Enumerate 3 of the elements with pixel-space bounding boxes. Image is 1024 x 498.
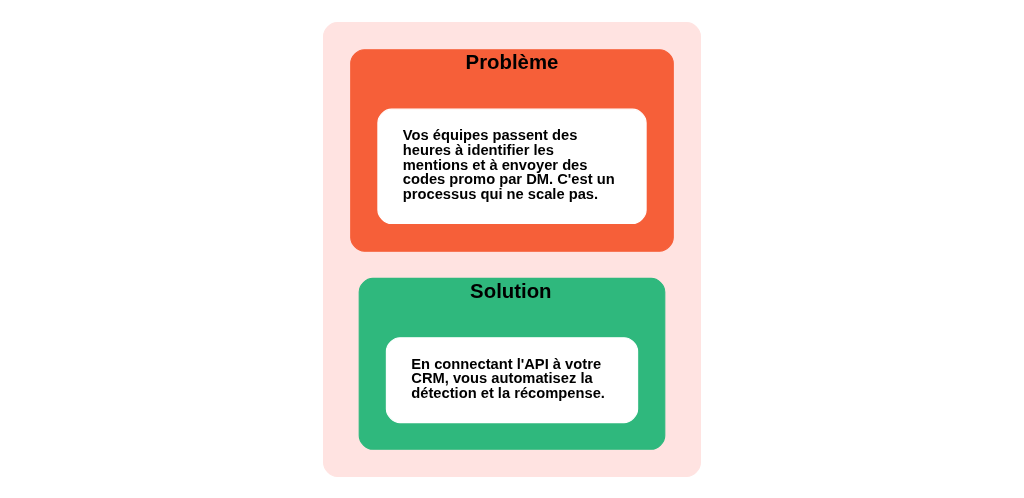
cluster <box>323 21 701 477</box>
node-box: En connectant l'API à votre CRM, vous automatisez la détection et la récompense. <box>385 336 639 423</box>
node-box: Vos équipes passent des heures à identifier les mentions et à envoyer des codes promo par DM. C'est un processus qui ne scale pas. <box>377 108 647 224</box>
